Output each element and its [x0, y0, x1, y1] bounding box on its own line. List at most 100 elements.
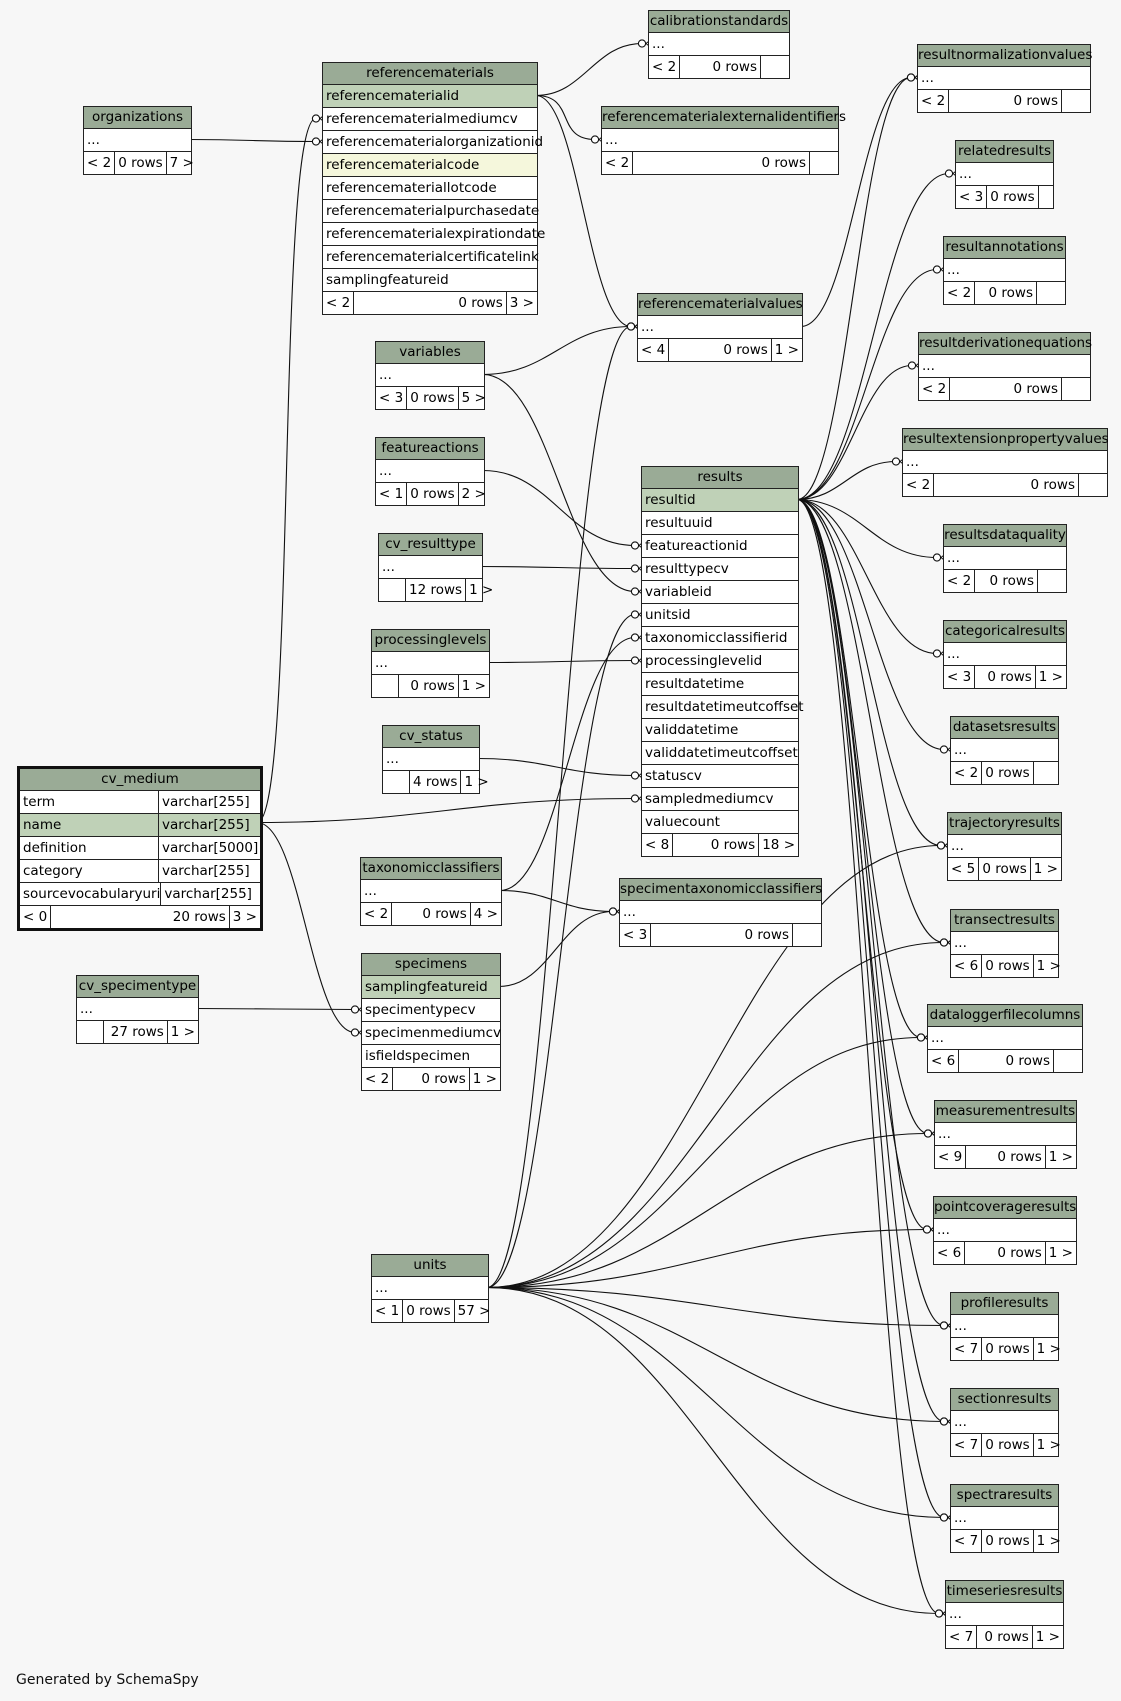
table-column[interactable]: ... [928, 1027, 1082, 1050]
table-header[interactable]: datasetsresults [951, 717, 1058, 739]
table-header[interactable]: taxonomicclassifiers [361, 858, 501, 880]
table-column[interactable]: processinglevelid [642, 650, 798, 673]
table-column[interactable]: ... [948, 835, 1061, 858]
table-column[interactable]: ... [372, 1277, 488, 1300]
table-header[interactable]: calibrationstandards [649, 11, 789, 33]
table-column[interactable]: ... [77, 998, 198, 1021]
table-column[interactable]: taxonomicclassifierid [642, 627, 798, 650]
table-column[interactable]: ... [951, 932, 1058, 955]
table-header[interactable]: sectionresults [951, 1389, 1058, 1411]
table-column[interactable]: ... [935, 1123, 1076, 1146]
table-header[interactable]: categoricalresults [944, 621, 1066, 643]
table-column[interactable]: ... [376, 364, 484, 387]
table-column[interactable]: resultuuid [642, 512, 798, 535]
table-header[interactable]: resultextensionpropertyvalues [903, 429, 1109, 451]
table-column[interactable]: variableid [642, 581, 798, 604]
table-column[interactable]: ... [84, 129, 191, 152]
table-header[interactable]: trajectoryresults [948, 813, 1061, 835]
table-column[interactable]: ... [361, 880, 501, 903]
table-column[interactable]: referencematerialmediumcv [323, 108, 537, 131]
table-header[interactable]: referencematerials [323, 63, 537, 85]
table-column[interactable]: isfieldspecimen [362, 1045, 500, 1068]
table-header[interactable]: resultsdataquality [944, 525, 1066, 547]
table-header[interactable]: cv_medium [20, 769, 260, 791]
table-column[interactable]: ... [944, 547, 1066, 570]
table-column[interactable]: ... [372, 652, 489, 675]
table-column[interactable]: ... [602, 129, 838, 152]
table-header[interactable]: measurementresults [935, 1101, 1076, 1123]
table-header[interactable]: resultannotations [944, 237, 1065, 259]
table-column[interactable]: ... [376, 460, 484, 483]
table-column[interactable]: ... [951, 1507, 1058, 1530]
table-column[interactable]: valuecount [642, 811, 798, 834]
table-column[interactable]: ... [620, 901, 821, 924]
table-header[interactable]: dataloggerfilecolumns [928, 1005, 1082, 1027]
table-column[interactable]: resultid [642, 489, 798, 512]
table-column[interactable]: ... [649, 33, 789, 56]
table-column[interactable]: referencematerialpurchasedate [323, 200, 539, 223]
table-column[interactable]: specimentypecv [362, 999, 500, 1022]
table-header[interactable]: variables [376, 342, 484, 364]
table-column[interactable]: sampledmediumcv [642, 788, 798, 811]
table-column[interactable]: featureactionid [642, 535, 798, 558]
table-column[interactable]: unitsid [642, 604, 798, 627]
table-header[interactable]: transectresults [951, 910, 1058, 932]
table-column[interactable]: ... [951, 1411, 1058, 1434]
table-column[interactable]: ... [951, 1315, 1058, 1338]
table-header[interactable]: processinglevels [372, 630, 489, 652]
table-column[interactable]: ... [919, 355, 1090, 378]
table-column[interactable]: ... [918, 67, 1090, 90]
table-column[interactable]: ... [944, 259, 1065, 282]
table-header[interactable]: resultderivationequations [919, 333, 1092, 355]
table-column[interactable]: samplingfeatureid [323, 269, 537, 292]
table-header[interactable]: spectraresults [951, 1485, 1058, 1507]
table-header[interactable]: cv_resulttype [379, 534, 482, 556]
table-column[interactable]: resultdatetime [642, 673, 798, 696]
table-column[interactable]: samplingfeatureid [362, 976, 500, 999]
table-column[interactable]: ... [944, 643, 1066, 666]
table-header[interactable]: referencematerialvalues [638, 294, 803, 316]
table-header[interactable]: cv_specimentype [77, 976, 198, 998]
table-column[interactable]: ... [951, 739, 1058, 762]
table-column[interactable]: ... [379, 556, 482, 579]
table-referencematerialexternalidentifiers[interactable]: referencematerialexternalidentifiers...<… [601, 106, 846, 175]
table-header[interactable]: resultnormalizationvalues [918, 45, 1092, 67]
table-column[interactable]: ... [903, 451, 1107, 474]
table-header[interactable]: featureactions [376, 438, 484, 460]
table-header[interactable]: timeseriesresults [946, 1581, 1063, 1603]
table-column[interactable]: referencematerialcertificatelink [323, 246, 539, 269]
table-column[interactable]: validdatetime [642, 719, 798, 742]
table-column[interactable]: ... [934, 1219, 1076, 1242]
table-header[interactable]: units [372, 1255, 488, 1277]
table-header[interactable]: pointcoverageresults [934, 1197, 1076, 1219]
table-column[interactable]: referencematerialid [323, 85, 537, 108]
table-column[interactable]: resultdatetimeutcoffset [642, 696, 804, 719]
